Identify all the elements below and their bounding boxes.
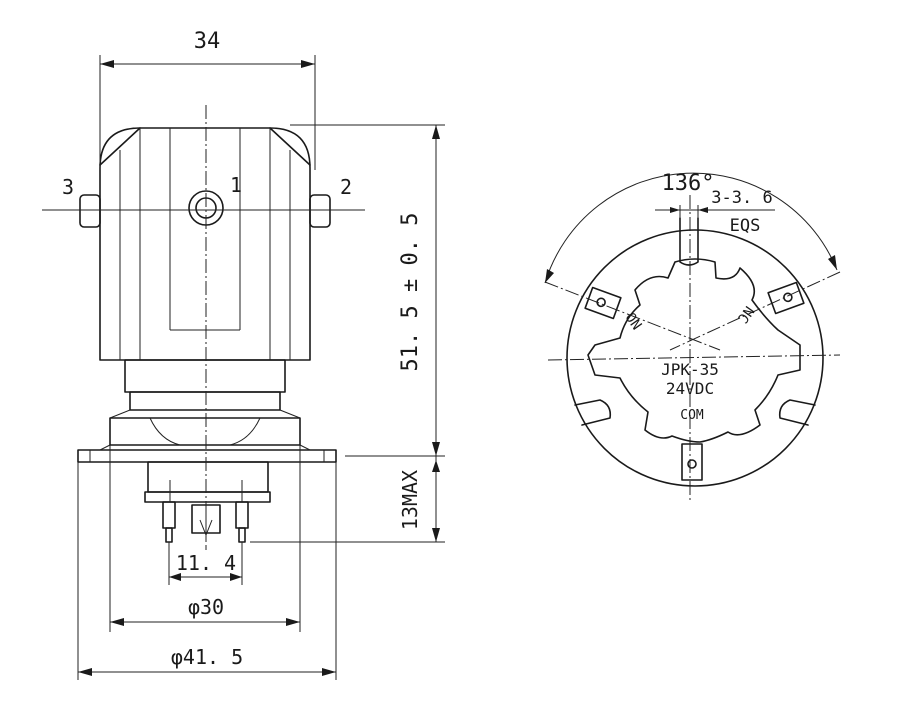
- notch-left: [574, 399, 612, 426]
- model-label: JPK-35: [661, 360, 719, 379]
- nc-label: NC: [734, 303, 757, 326]
- terminal-1-label: 1: [230, 173, 242, 197]
- outer-ring: [566, 229, 824, 487]
- cap-bevel-right: [269, 127, 311, 166]
- slot-top: [679, 217, 699, 266]
- com-label: COM: [680, 408, 704, 423]
- terminal-com-tab: [681, 443, 703, 481]
- neck-lower: [129, 391, 281, 411]
- mounting-plate: [77, 449, 337, 463]
- dim-dia-inner-label: φ30: [188, 595, 224, 619]
- dim-height-label: 51. 5 ± 0. 5: [398, 213, 423, 372]
- dim-width-label: 34: [194, 29, 221, 54]
- dim-pin-pitch-label: 11. 4: [176, 551, 236, 575]
- terminal-3-pin: [79, 194, 101, 228]
- terminal-2-pin: [309, 194, 331, 228]
- angle-arc: [544, 172, 838, 284]
- inner-cutout: [587, 258, 801, 443]
- notch-right: [778, 399, 816, 426]
- cap-outline: [99, 127, 311, 361]
- slot-width-label: 3-3. 6: [711, 188, 772, 208]
- terminal-3-label: 3: [62, 175, 74, 199]
- terminal-nc-tab: [767, 281, 805, 315]
- neck-upper: [124, 359, 286, 393]
- dim-max-label: 13MAX: [398, 470, 422, 530]
- side-view: 34 51. 5 ± 0. 5 13MAX 11. 4 φ30: [42, 29, 445, 680]
- dim-dia-outer-label: φ41. 5: [171, 645, 243, 669]
- slot-spacing-label: EQS: [730, 216, 761, 236]
- voltage-label: 24VDC: [666, 379, 714, 398]
- flange-collar: [109, 417, 301, 446]
- terminal-no-tab: [584, 286, 622, 320]
- base-plate: [144, 491, 271, 503]
- bottom-view: 136° 3-3. 6 EQS NO NC JPK-35 24VDC COM: [544, 171, 841, 500]
- angle-label: 136°: [662, 171, 715, 196]
- base-block: [147, 461, 269, 493]
- cap-bevel-left: [99, 127, 141, 166]
- no-label: NO: [623, 309, 646, 332]
- terminal-2-label: 2: [340, 175, 352, 199]
